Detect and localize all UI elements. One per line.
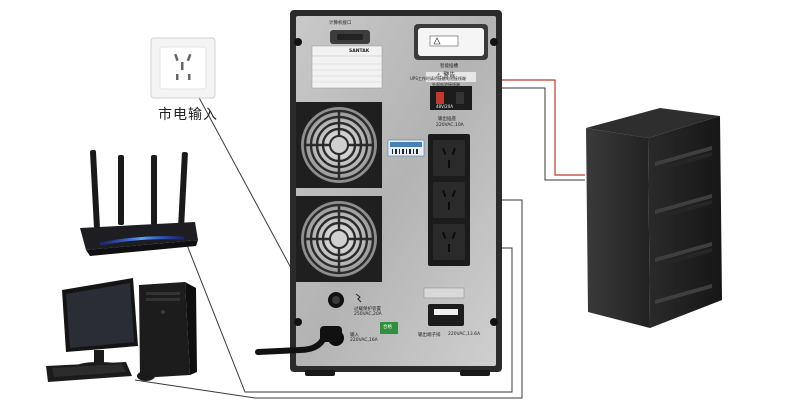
battery-rating: 48V/20A: [436, 104, 453, 109]
warning-text: UPS工作时请勿接触电池接线端: [410, 76, 466, 81]
input-label: 输入: [350, 333, 359, 338]
brand-label: SANTAK: [349, 49, 370, 54]
output-label: 输出插座: [438, 117, 456, 122]
input-rating: 220VAC,16A: [350, 338, 378, 343]
mains-input-caption: 市电输入: [158, 107, 218, 123]
pass-sticker: 合格: [383, 325, 392, 330]
power-outlet-icon: [433, 224, 465, 260]
breaker-label: 过载保护装置: [354, 307, 381, 312]
cooling-fan-icon: [296, 102, 382, 188]
output-rating: 220VAC,10A: [436, 123, 464, 128]
comm-port-label: 计算机接口: [329, 21, 352, 26]
wall-socket-icon: [150, 37, 216, 99]
desktop-computer-icon: [46, 278, 197, 382]
terminal-label: 输出端子排: [418, 333, 441, 338]
battery-wires: [468, 79, 585, 176]
smart-slot-label: 智能插槽: [440, 64, 458, 69]
router-icon: [80, 149, 198, 256]
power-outlet-icon: [433, 182, 465, 218]
battery-terminal-label: 外部电池接线端: [432, 82, 460, 87]
input-power-cord: [255, 326, 342, 355]
terminal-rating: 220VAC,13.6A: [448, 332, 481, 337]
battery-cabinet-icon: [586, 108, 722, 328]
power-outlet-icon: [433, 140, 465, 176]
warning-title: ⚠ 警告: [436, 72, 456, 79]
ups-unit: [290, 10, 502, 376]
breaker-rating: 250VAC,20A: [354, 312, 382, 317]
cooling-fan-icon: [296, 196, 382, 282]
